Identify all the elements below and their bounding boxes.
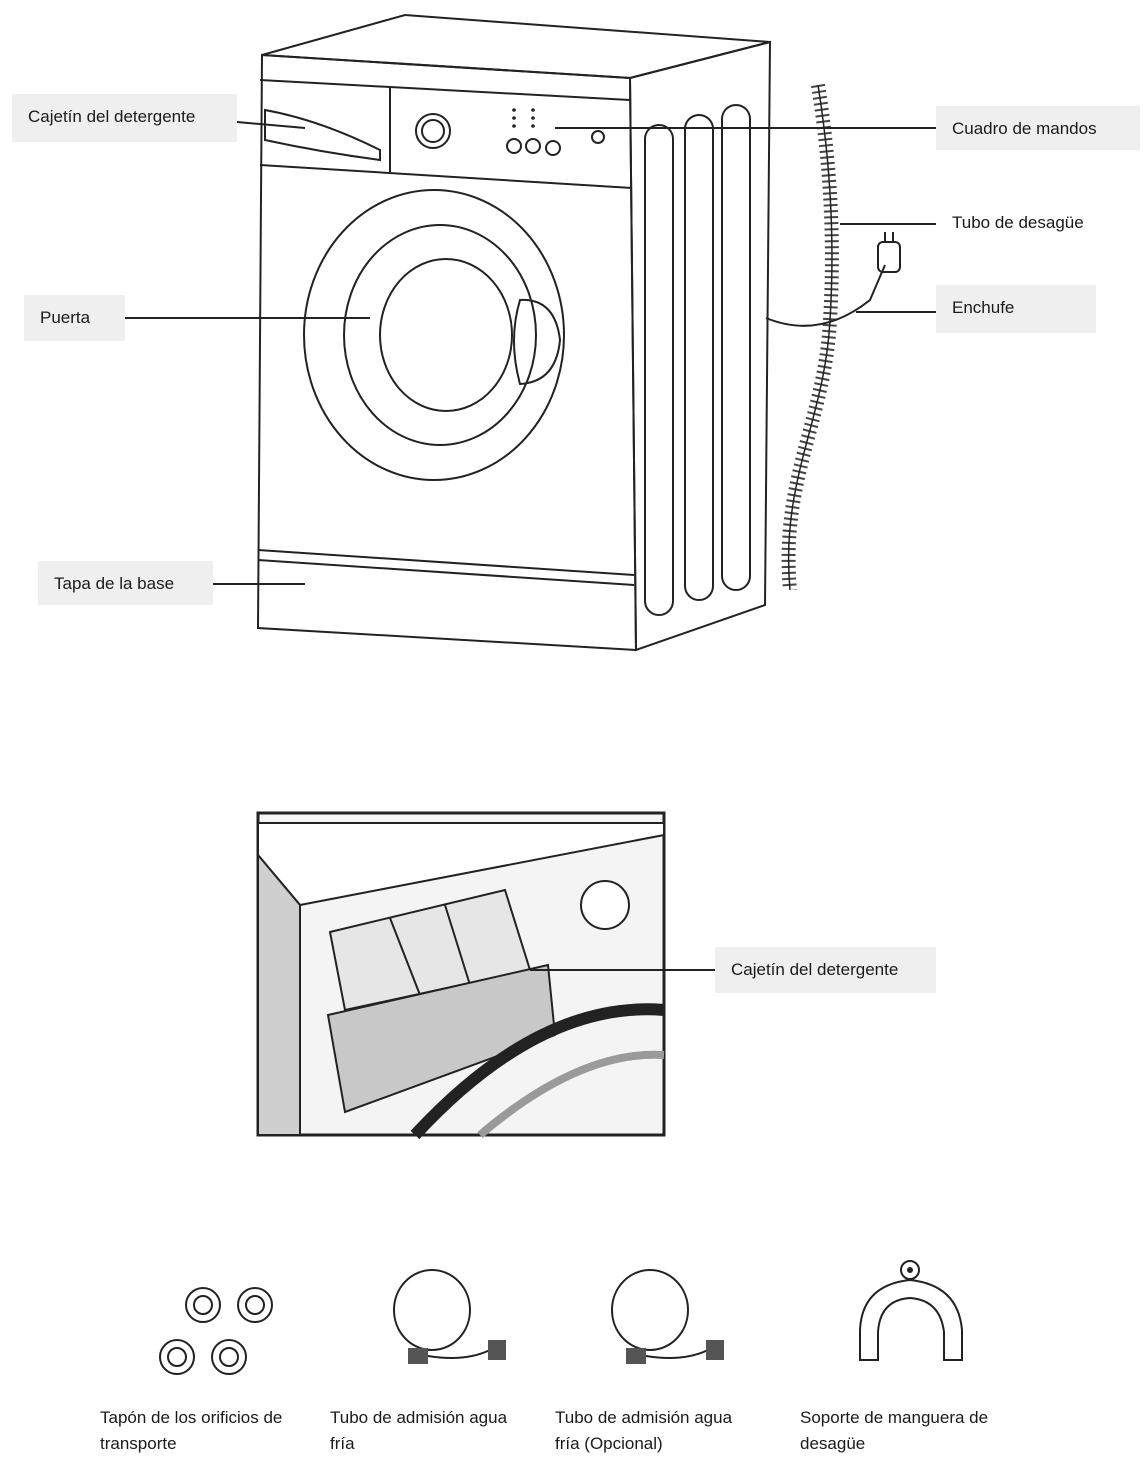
detergent-drawer bbox=[264, 108, 381, 162]
inlet-hose-icon bbox=[393, 1269, 506, 1364]
label-detergent-drawer-detail: Cajetín del detergente bbox=[715, 947, 936, 993]
label-detergent-drawer: Cajetín del detergente bbox=[12, 94, 237, 142]
machine-front bbox=[256, 53, 638, 652]
drawer-detail-illustration bbox=[256, 811, 666, 1140]
side-rib-2 bbox=[684, 114, 714, 601]
transport-plug-icon bbox=[159, 1287, 273, 1375]
button-2 bbox=[525, 138, 541, 154]
label-base-cover: Tapa de la base bbox=[38, 561, 213, 605]
drain-hose bbox=[781, 83, 839, 591]
detail-knob bbox=[580, 880, 630, 930]
label-door: Puerta bbox=[24, 295, 125, 341]
button-1 bbox=[506, 138, 522, 154]
caption-transport-plug: Tapón de los orificios de transporte bbox=[100, 1408, 283, 1453]
caption-hose-bracket: Soporte de manguera de desagüe bbox=[800, 1408, 989, 1453]
indicator-light bbox=[591, 130, 605, 144]
label-control-panel: Cuadro de mandos bbox=[936, 106, 1140, 150]
door-handle bbox=[513, 298, 562, 386]
caption-inlet-hose-optional: Tubo de admisión agua fría (Opcional) bbox=[555, 1408, 733, 1453]
power-plug bbox=[877, 241, 901, 273]
caption-inlet-hose: Tubo de admisión agua fría bbox=[330, 1408, 508, 1453]
side-rib-1 bbox=[644, 124, 674, 616]
button-3 bbox=[545, 140, 561, 156]
door-outer bbox=[303, 189, 565, 481]
side-rib-3 bbox=[721, 104, 751, 591]
machine-top bbox=[261, 13, 771, 80]
label-plug: Enchufe bbox=[936, 285, 1096, 333]
hose-bracket-icon bbox=[859, 1260, 963, 1361]
label-drain-hose: Tubo de desagüe bbox=[952, 213, 1084, 232]
machine-side bbox=[628, 40, 772, 652]
program-knob bbox=[415, 113, 451, 149]
inlet-hose-optional-icon bbox=[611, 1269, 724, 1364]
power-cord bbox=[765, 264, 886, 327]
